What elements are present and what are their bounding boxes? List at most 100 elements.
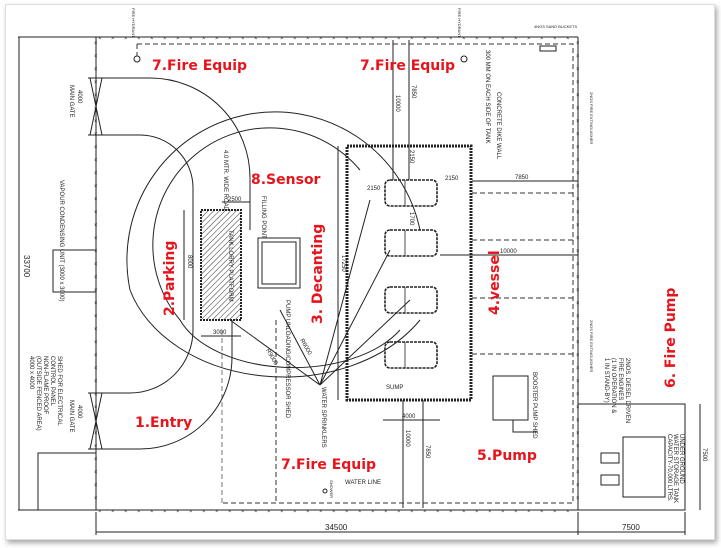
fence-mark: ×	[576, 54, 580, 60]
fence-mark: ×	[566, 36, 570, 42]
fence-mark: ×	[228, 36, 232, 42]
note: 1 IN STAND-BY)	[603, 358, 609, 403]
fence-mark: ×	[254, 509, 258, 515]
fence-mark: ×	[576, 197, 580, 203]
water-line-label: WATER LINE	[345, 480, 381, 486]
underground-water-tank	[622, 436, 666, 498]
dim-17250: 17250	[340, 255, 346, 272]
fence-mark: ×	[553, 36, 557, 42]
note: 4000 x 4000	[28, 356, 34, 390]
fire-engines-label: 2NOS. DIESEL DRIVEN FIRE ENGINES (1 IN O…	[603, 358, 630, 423]
fence-mark: ×	[94, 392, 98, 398]
fence-mark: ×	[501, 509, 505, 515]
label-parking: 2.Parking	[162, 241, 178, 316]
fence-mark: ×	[94, 405, 98, 411]
fence-mark: ×	[576, 379, 580, 385]
fence-mark: ×	[576, 210, 580, 216]
fence-mark: ×	[436, 36, 440, 42]
sprinklers-label: WATER SPRINKLERS	[320, 387, 326, 448]
pump-shed-label: PUMP UNLOADING/COMPRESSOR SHED	[284, 300, 290, 419]
fence-mark: ×	[449, 36, 453, 42]
note: (OUTSIDE FENCED AREA)	[35, 356, 41, 431]
fence-mark: ×	[150, 36, 154, 42]
label-fire-equip-2: 7.Fire Equip	[360, 58, 455, 74]
fence-mark: ×	[94, 379, 98, 385]
fence-mark: ×	[306, 509, 310, 515]
dim-10000-top: 10000	[394, 95, 400, 112]
fence-mark: ×	[254, 36, 258, 42]
fence-mark: ×	[462, 36, 466, 42]
label-pump: 5.Pump	[477, 448, 537, 464]
fence-mark: ×	[111, 509, 115, 515]
fence-mark: ×	[576, 106, 580, 112]
fence-mark: ×	[94, 67, 98, 73]
dim-1700: 1700	[408, 212, 414, 226]
fence-mark: ×	[576, 93, 580, 99]
fence-mark: ×	[98, 36, 102, 42]
fence-mark: ×	[576, 327, 580, 333]
fence-mark: ×	[358, 36, 362, 42]
label-fire-equip-1: 7.Fire Equip	[152, 58, 247, 74]
fence-mark: ×	[576, 236, 580, 242]
label-entry: 1.Entry	[135, 415, 192, 431]
dim-7500: 7500	[622, 523, 640, 532]
fence-mark: ×	[576, 249, 580, 255]
sand-buckets-icon	[539, 45, 557, 52]
tank-lorry-platform	[200, 209, 242, 321]
gate-dim-bottom: 4000	[76, 405, 82, 419]
fence-mark: ×	[280, 36, 284, 42]
fence-mark: ×	[94, 340, 98, 346]
fence-mark: ×	[163, 509, 167, 515]
fire-hydrant-label-2: FIRE HYDRANT	[457, 8, 462, 38]
note: CONTROL PANEL	[49, 356, 55, 407]
fence-mark: ×	[576, 67, 580, 73]
filling-point-label: FILLING POINT	[260, 196, 266, 239]
dim-4000-dike: 4000	[402, 414, 416, 420]
fence-mark: ×	[527, 509, 531, 515]
water-tank-area	[577, 403, 686, 511]
fence-mark: ×	[576, 223, 580, 229]
booster-pump-shed	[492, 375, 529, 421]
fence-mark: ×	[397, 509, 401, 515]
storage-vessel	[384, 286, 438, 314]
fence-mark: ×	[137, 36, 141, 42]
dim-33700: 33700	[22, 255, 31, 278]
dike-note-1: 300 MM ON EACH SIDE OF TANK	[484, 50, 490, 143]
label-vessel: 4.vessel	[487, 250, 503, 315]
label-decanting: 3. Decanting	[310, 224, 326, 324]
fence-mark: ×	[576, 314, 580, 320]
fence-mark: ×	[576, 184, 580, 190]
radius-9000: R9000	[264, 348, 278, 367]
fence-mark: ×	[345, 36, 349, 42]
fence-mark: ×	[576, 288, 580, 294]
fence-mark: ×	[371, 509, 375, 515]
fence-mark: ×	[576, 262, 580, 268]
fence-mark: ×	[94, 93, 98, 99]
main-gate-top: MAIN GATE 4000	[68, 77, 104, 136]
fence-mark: ×	[94, 171, 98, 177]
drawing-frame	[5, 4, 715, 540]
label-fire-equip-3: 7.Fire Equip	[281, 457, 376, 473]
gate-label-top: MAIN GATE	[68, 85, 74, 118]
fence-mark: ×	[576, 301, 580, 307]
fence-mark: ×	[241, 36, 245, 42]
fence-mark: ×	[397, 36, 401, 42]
fence-mark: ×	[94, 80, 98, 86]
fence-mark: ×	[384, 36, 388, 42]
dim-8000: 8000	[186, 255, 192, 269]
fence-mark: ×	[358, 509, 362, 515]
fence-mark: ×	[576, 80, 580, 86]
fence-mark: ×	[267, 36, 271, 42]
fence-mark: ×	[189, 509, 193, 515]
fence-mark: ×	[94, 41, 98, 47]
fence-mark: ×	[267, 509, 271, 515]
fence-mark: ×	[98, 509, 102, 515]
fence-mark: ×	[514, 509, 518, 515]
fence-mark: ×	[576, 275, 580, 281]
fence-mark: ×	[514, 36, 518, 42]
storage-vessel	[384, 229, 438, 257]
fence-mark: ×	[137, 509, 141, 515]
dim-10000-right: 10000	[500, 249, 517, 255]
fence-mark: ×	[94, 444, 98, 450]
